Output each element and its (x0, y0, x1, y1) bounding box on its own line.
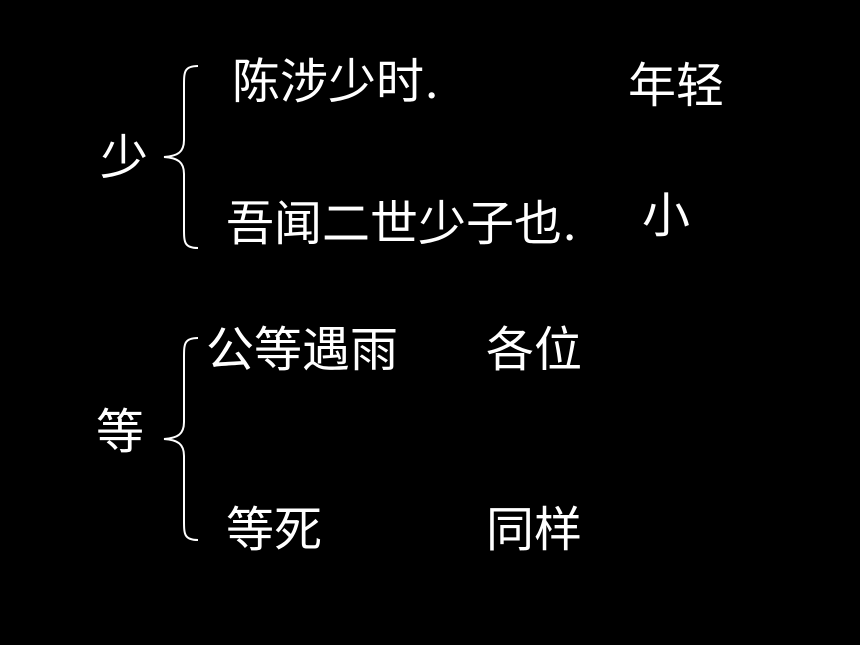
meaning-deng-2: 同样 (486, 502, 583, 558)
meaning-shao-2: 小 (642, 188, 691, 244)
brace-group-shao (163, 65, 199, 249)
group-head-deng: 等 (96, 404, 145, 460)
meaning-shao-1: 年轻 (628, 58, 725, 114)
example-deng-1: 公等遇雨 (206, 322, 399, 378)
group-head-shao: 少 (100, 130, 149, 186)
example-shao-2: 吾闻二世少子也. (226, 196, 578, 252)
brace-group-deng (163, 337, 199, 541)
example-shao-1: 陈涉少时. (232, 54, 440, 110)
meaning-deng-1: 各位 (486, 322, 583, 378)
example-deng-2: 等死 (226, 502, 323, 558)
